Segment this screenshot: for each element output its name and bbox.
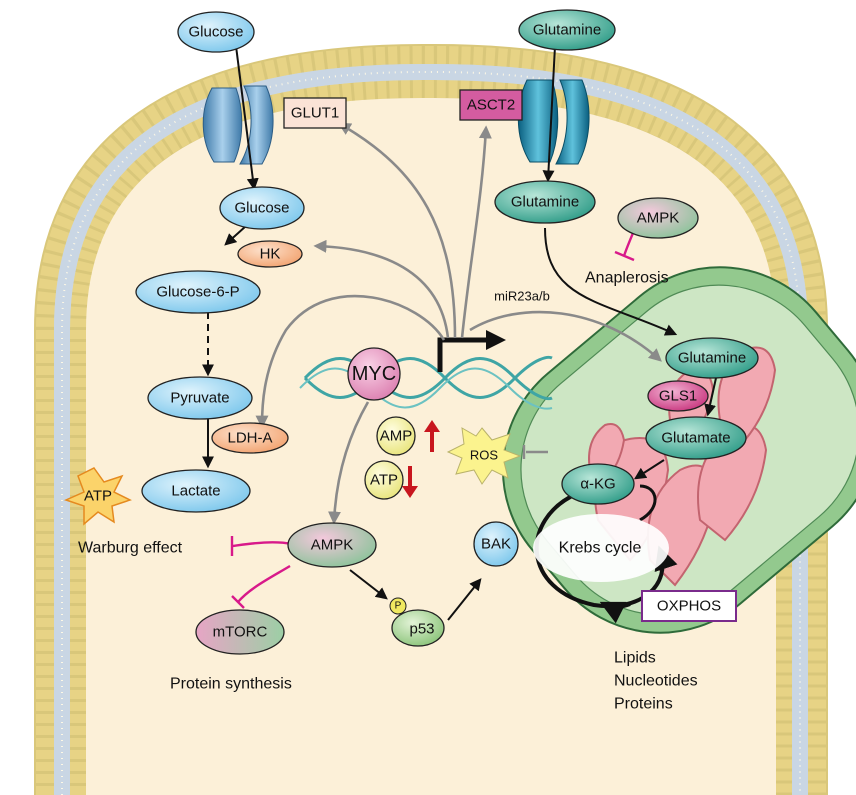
glucose-inside-node: Glucose — [219, 186, 305, 230]
glucose-outside-label: Glucose — [188, 24, 243, 41]
glucose-inside-label: Glucose — [234, 200, 289, 217]
products-list: Lipids Nucleotides Proteins — [614, 650, 698, 713]
hk-label: HK — [260, 246, 281, 263]
ampk-top-label: AMPK — [637, 210, 680, 227]
atp-star: ATP — [63, 467, 132, 526]
glucose-outside-node: Glucose — [177, 11, 255, 53]
product-proteins: Proteins — [614, 696, 673, 713]
krebs-cycle — [533, 484, 678, 624]
mir-text: miR23a/b — [494, 289, 550, 304]
krebs-label: Krebs cycle — [559, 540, 642, 557]
mtorc-node: mTORC — [195, 609, 285, 655]
amp-up-arrow — [424, 420, 440, 452]
black-arrows — [202, 45, 717, 621]
glutamine-outside-node: Glutamine — [518, 9, 616, 51]
glutamine-channel — [517, 79, 590, 165]
warburg-label: Warburg effect — [78, 540, 183, 557]
ampk-node: AMPK — [287, 522, 377, 568]
glutamine-inside-label: Glutamine — [511, 194, 579, 211]
lactate-label: Lactate — [171, 483, 220, 500]
amp-label: AMP — [380, 428, 413, 445]
mito-glutamine-label: Glutamine — [678, 350, 746, 367]
glutamate-node: Glutamate — [645, 416, 747, 460]
anaplerosis-label: Anaplerosis — [585, 270, 669, 287]
oxphos-label: OXPHOS — [657, 598, 721, 615]
ldha-node: LDH-A — [211, 422, 289, 454]
ros-label: ROS — [470, 448, 499, 463]
mito-glutamine-node: Glutamine — [665, 337, 759, 379]
myc-label: MYC — [352, 363, 396, 385]
glut1-label: GLUT1 — [291, 105, 339, 122]
ampk-top-node: AMPK — [617, 197, 699, 239]
glucose-6-p-label: Glucose-6-P — [156, 284, 239, 301]
atp-star-label: ATP — [84, 488, 112, 505]
akg-node: α-KG — [561, 463, 635, 505]
mtorc-label: mTORC — [213, 624, 268, 641]
pyruvate-node: Pyruvate — [147, 376, 253, 420]
bak-label: BAK — [481, 536, 511, 553]
product-lipids: Lipids — [614, 650, 656, 667]
atp-down-arrow — [402, 466, 418, 498]
p53-node: p53 P — [389, 597, 445, 647]
glucose-6-p-node: Glucose-6-P — [135, 270, 261, 314]
glutamine-outside-label: Glutamine — [533, 22, 601, 39]
gls1-label: GLS1 — [659, 388, 697, 405]
asct2-label: ASCT2 — [467, 97, 515, 114]
amp-node: AMP — [376, 416, 416, 456]
oxphos-box: OXPHOS — [641, 590, 737, 622]
glutamate-label: Glutamate — [661, 430, 730, 447]
bak-node: BAK — [473, 521, 519, 567]
hk-node: HK — [237, 240, 303, 268]
product-nucleotides: Nucleotides — [614, 673, 698, 690]
anaplerosis-text: Anaplerosis — [585, 270, 669, 287]
akg-label: α-KG — [580, 476, 615, 493]
mir-label: miR23a/b — [494, 289, 550, 304]
protein-synthesis-text: Protein synthesis — [170, 676, 292, 693]
glutamine-inside-node: Glutamine — [494, 180, 596, 224]
pyruvate-label: Pyruvate — [170, 390, 229, 407]
atp-small-node: ATP — [364, 460, 404, 500]
p53-label: p53 — [409, 621, 434, 638]
myc-node: MYC — [347, 347, 401, 401]
lactate-node: Lactate — [141, 469, 251, 513]
atp-small-label: ATP — [370, 472, 398, 489]
phospho-label: P — [395, 601, 402, 612]
ampk-label: AMPK — [311, 537, 354, 554]
grey-arrows — [255, 122, 662, 525]
glucose-channel — [202, 85, 274, 165]
gls1-node: GLS1 — [647, 380, 709, 412]
ldha-label: LDH-A — [227, 430, 272, 447]
ros-star: ROS — [446, 427, 522, 485]
asct2-box: ASCT2 — [459, 89, 523, 121]
glut1-box: GLUT1 — [283, 97, 347, 129]
warburg-text: Warburg effect — [78, 540, 183, 557]
krebs-text: Krebs cycle — [559, 540, 642, 557]
protein-synthesis-label: Protein synthesis — [170, 676, 292, 693]
